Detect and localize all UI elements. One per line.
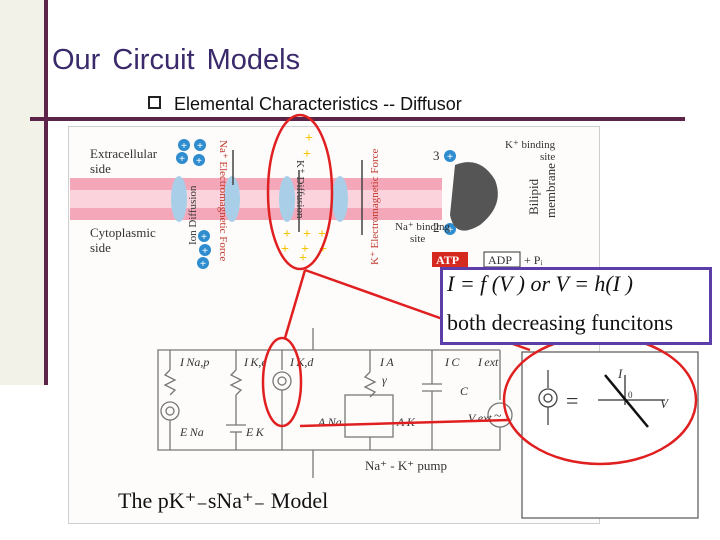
k-ions: ++ +++ ++++	[281, 131, 327, 266]
svg-text:+: +	[197, 140, 203, 152]
num-2: 2	[433, 220, 440, 235]
left-decor-bar	[0, 0, 47, 385]
svg-text:+: +	[201, 231, 207, 243]
zoom-v-label: V	[660, 396, 670, 411]
svg-text:+: +	[283, 227, 291, 242]
label-i-ke: I K,e	[243, 355, 267, 369]
label-e-na: E Na	[179, 425, 204, 439]
branch-k-d	[272, 350, 292, 450]
label-e-k: E K	[245, 425, 265, 439]
label-a-na: A Na	[317, 415, 342, 429]
extracellular-label-2: side	[90, 161, 111, 176]
zoom-i-label: I	[617, 366, 623, 381]
na-binding-label: Na⁺ binding	[395, 221, 450, 233]
svg-text:+: +	[179, 153, 185, 165]
svg-text:+: +	[181, 140, 187, 152]
branch-na-p	[160, 350, 180, 450]
zoom-zero-label: 0	[628, 390, 633, 400]
equation-box	[440, 267, 712, 345]
svg-text:+: +	[202, 245, 208, 257]
cytoplasmic-label: Cytoplasmic	[90, 225, 156, 240]
equation-line-1: I = f (V ) or V = h(I )	[447, 271, 633, 296]
svg-text:+: +	[318, 227, 326, 242]
na-plus-signs: ++++ +++++	[179, 140, 453, 270]
label-c: C	[460, 384, 469, 398]
k-binding-label: K⁺ binding	[505, 139, 556, 151]
k-binding-label-2: site	[540, 151, 555, 163]
slide-title: Our Circuit Models	[52, 44, 301, 76]
svg-text:+: +	[303, 147, 311, 162]
callout-line-left	[283, 269, 307, 339]
source-tilde: ~	[494, 409, 502, 424]
na-binding-label-2: site	[410, 233, 425, 245]
svg-text:+: +	[200, 258, 206, 270]
k-diffusion-label: K⁺ Diffusion	[294, 160, 306, 219]
svg-text:+: +	[299, 251, 307, 266]
circuit-bottom-rail	[157, 349, 501, 451]
svg-text:+: +	[319, 242, 327, 257]
left-accent-line	[44, 0, 48, 385]
atp-box	[432, 252, 468, 267]
svg-text:+: +	[447, 224, 453, 236]
branch-a	[344, 350, 394, 450]
svg-text:+: +	[303, 227, 311, 242]
svg-text:+: +	[196, 155, 202, 167]
label-i-c: I C	[444, 355, 460, 369]
label-i-ext: I ext	[477, 355, 499, 369]
bilipid-label: Bilipid	[526, 178, 541, 215]
svg-text:+: +	[301, 242, 309, 257]
svg-text:+: +	[447, 151, 453, 163]
equation-line-2: both decreasing funcitons	[447, 310, 674, 335]
zoom-decreasing-curve	[604, 374, 649, 428]
callout-line-bottom	[299, 418, 511, 428]
channel-mid-b	[332, 176, 348, 222]
na-ions	[176, 139, 456, 269]
label-i-kd: I K,d	[289, 355, 314, 369]
label-gamma: γ	[382, 373, 387, 387]
slide-subtitle: Elemental Characteristics -- Diffusor	[174, 94, 462, 114]
membrane-bottom-band	[70, 208, 442, 220]
label-v-ext: V ext	[468, 411, 492, 425]
na-em-force-label: Na⁺ Electromagnetic Force	[217, 140, 229, 261]
adp-label: ADP	[488, 253, 512, 267]
zoom-equals: =	[566, 388, 578, 413]
pi-label: + Pᵢ	[524, 253, 542, 267]
pump-protein	[450, 162, 498, 231]
highlight-circuit-diffusor	[261, 336, 303, 428]
extracellular-label: Extracellular	[90, 146, 158, 161]
source-v-ext	[450, 349, 513, 440]
channel-left-a	[171, 176, 187, 222]
membrane-top-band	[70, 178, 442, 190]
k-em-force-label: K⁺ Electromagnetic Force	[369, 149, 381, 265]
atp-label: ATP	[436, 253, 459, 267]
pump-label: Na⁺ - K⁺ pump	[365, 458, 447, 473]
checkbox-bullet-icon	[148, 96, 161, 109]
svg-text:+: +	[305, 131, 313, 146]
cytoplasmic-label-2: side	[90, 240, 111, 255]
highlight-k-channel	[266, 113, 334, 271]
title-rule	[30, 117, 685, 121]
membrane-core	[70, 190, 442, 208]
branch-k-e	[226, 350, 246, 450]
svg-text:+: +	[281, 242, 289, 257]
num-3: 3	[433, 148, 440, 163]
channel-left-b	[224, 176, 240, 222]
channel-mid-a	[279, 176, 295, 222]
bilipid-label-2: membrane	[543, 163, 558, 218]
zoom-diffusor-symbol	[538, 370, 558, 425]
label-i-a: I A	[379, 355, 394, 369]
model-caption: The pK⁺₋sNa⁺₋ Model	[118, 488, 329, 513]
capacitor-c	[422, 350, 442, 450]
ion-diffusion-label: Ion Diffusion	[187, 185, 199, 245]
label-i-nap: I Na,p	[179, 355, 209, 369]
